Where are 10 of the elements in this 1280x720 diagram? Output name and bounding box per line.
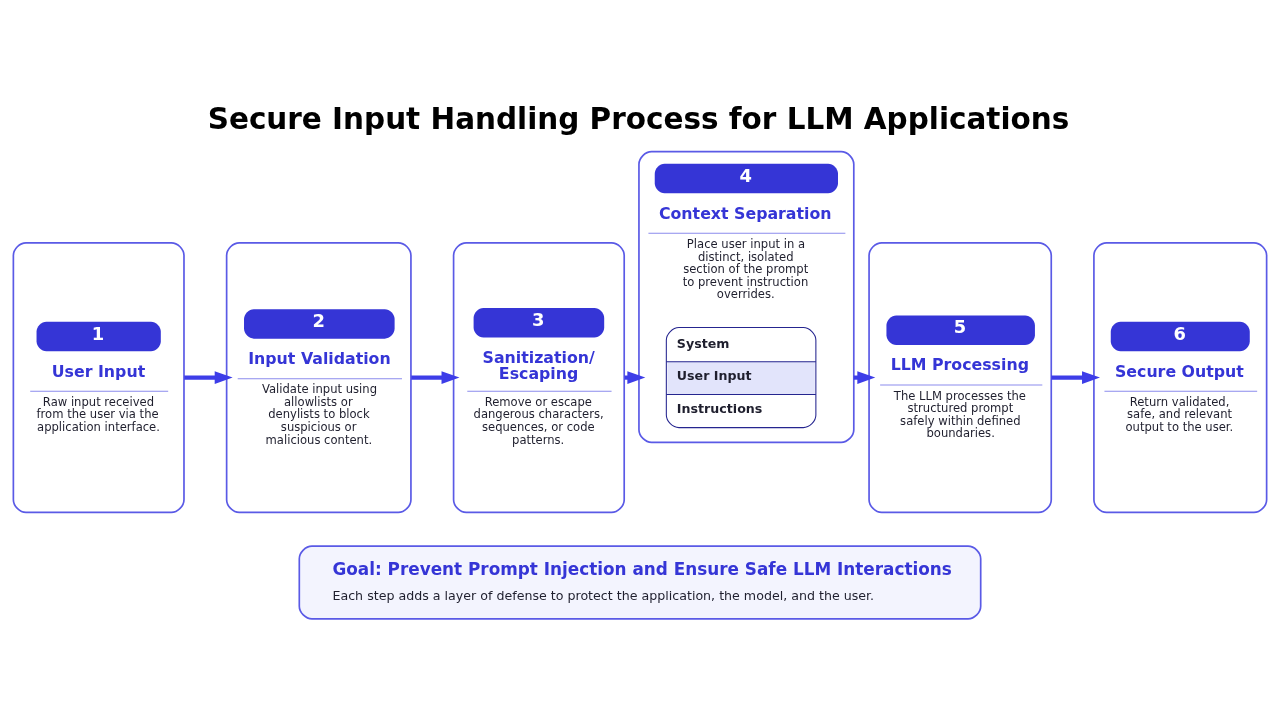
- arrow: [1051, 370, 1100, 384]
- node-box: 5 LLM Processing The LLM processes the structured prompt safely within defined boundaries.: [868, 241, 1053, 513]
- arrow: [411, 370, 460, 384]
- node-box: 1 User Input Raw input received from the user via the application interface.: [12, 241, 185, 513]
- node-box: Goal: Prevent Prompt Injection and Ensure Safe LLM Interactions Each step adds a layer of defense to protect the application, the model, and the user.: [298, 544, 982, 620]
- arrow: [184, 370, 233, 384]
- node-box: 2 Input Validation Validate input using allowlists or denylists to block suspicious or malicious content.: [225, 241, 412, 513]
- node-box: 6 Secure Output Return validated, safe, and relevant output to the user.: [1093, 241, 1268, 513]
- diagram-title: Secure Input Handling Process for LLM Applications: [207, 101, 1070, 136]
- node-box: 3 Sanitization/ Escaping Remove or escape dangerous characters, sequences, or code patterns.: [452, 241, 626, 513]
